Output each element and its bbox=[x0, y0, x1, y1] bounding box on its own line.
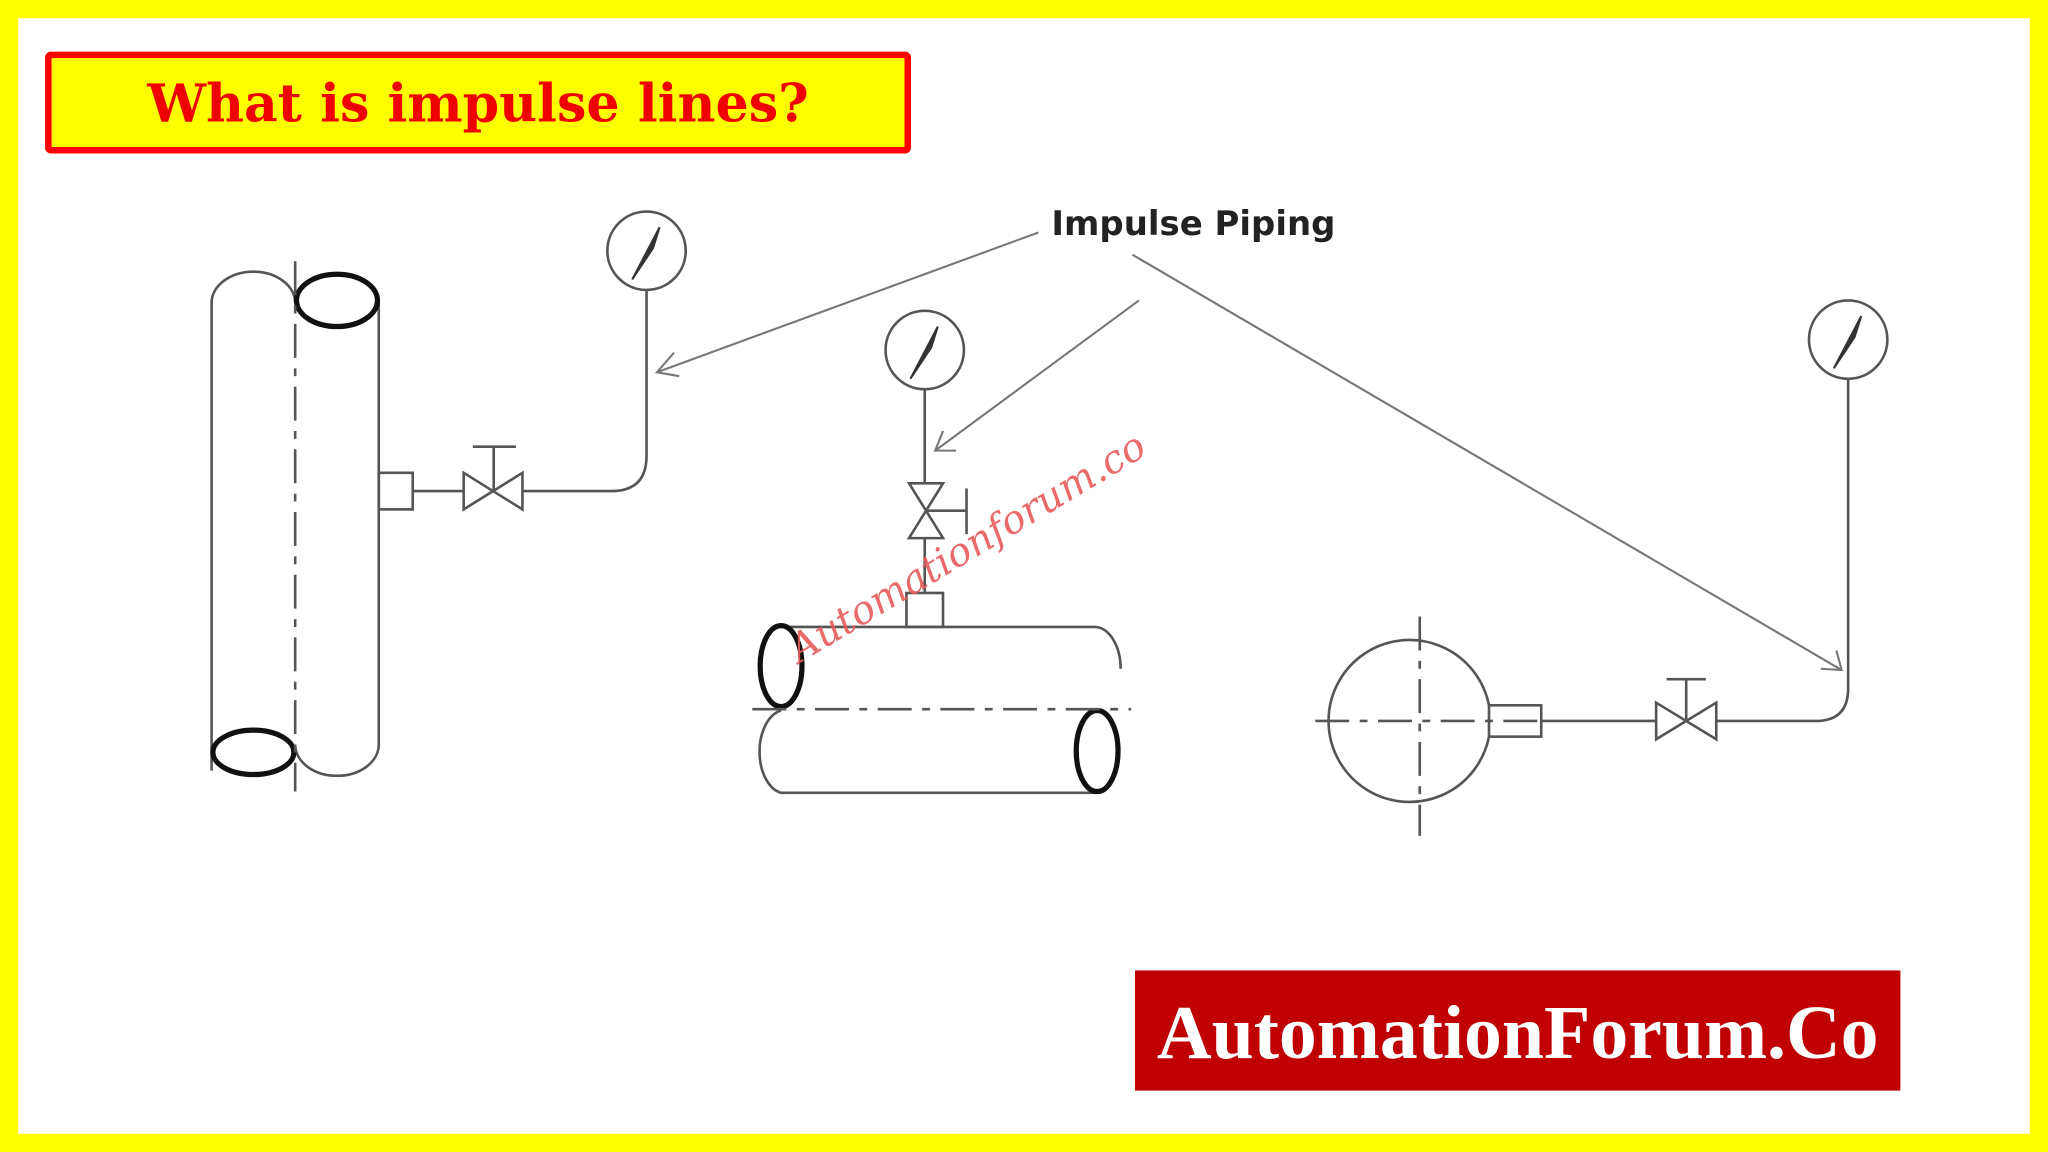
brand-name: AutomationForum.Co bbox=[1157, 991, 1879, 1075]
page-background bbox=[18, 18, 2030, 1134]
arrow-icon bbox=[933, 299, 1140, 452]
pressure-gauge-icon bbox=[884, 309, 966, 391]
valve-icon bbox=[462, 445, 524, 512]
horizontal-pipe bbox=[752, 309, 1132, 795]
vertical-pipe bbox=[210, 210, 688, 792]
pressure-gauge-icon bbox=[606, 210, 688, 292]
valve-icon bbox=[906, 481, 968, 540]
arrow-icon bbox=[654, 231, 1039, 378]
pressure-gauge-icon bbox=[1807, 299, 1889, 381]
arrow-icon bbox=[1131, 253, 1844, 672]
valve-icon bbox=[1654, 677, 1718, 742]
brand-banner: AutomationForum.Co bbox=[1135, 970, 1901, 1091]
impulse-piping-callout: Impulse Piping bbox=[654, 204, 1844, 672]
title-box: What is impulse lines? bbox=[45, 51, 912, 154]
circular-vessel bbox=[1315, 299, 1889, 836]
impulse-piping-label: Impulse Piping bbox=[1051, 204, 1335, 244]
page-title: What is impulse lines? bbox=[146, 73, 808, 134]
